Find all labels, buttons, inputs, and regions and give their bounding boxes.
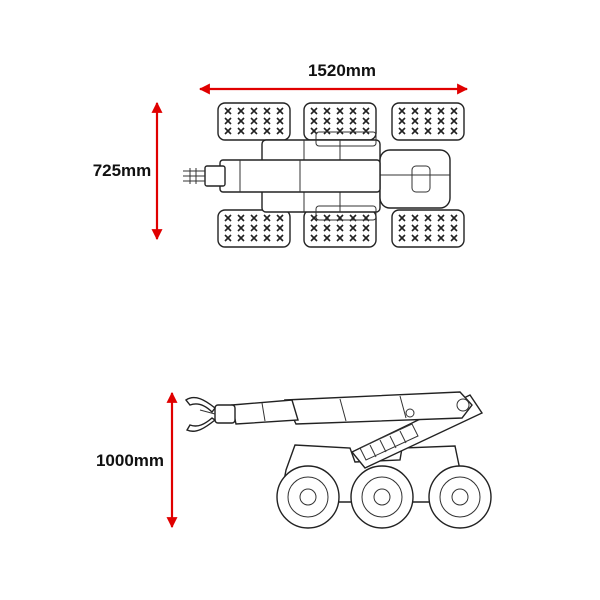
top-view: 1520mm 725mm <box>93 61 469 248</box>
side-upper-boom <box>283 391 473 425</box>
side-view: 1000mm <box>96 391 492 529</box>
side-wheel-middle <box>350 465 414 529</box>
side-gripper <box>184 396 217 432</box>
height-dimension-label: 1000mm <box>96 451 164 470</box>
side-wrist <box>214 404 236 424</box>
side-wheel-rear <box>428 465 492 529</box>
side-wheel-front <box>276 465 340 529</box>
tire-tread-marks <box>224 107 458 242</box>
depth-dimension-label: 725mm <box>93 161 152 180</box>
width-dimension-label: 1520mm <box>308 61 376 80</box>
top-arm-joint <box>204 165 226 187</box>
top-gripper <box>183 168 205 184</box>
top-rear-housing <box>379 149 451 209</box>
